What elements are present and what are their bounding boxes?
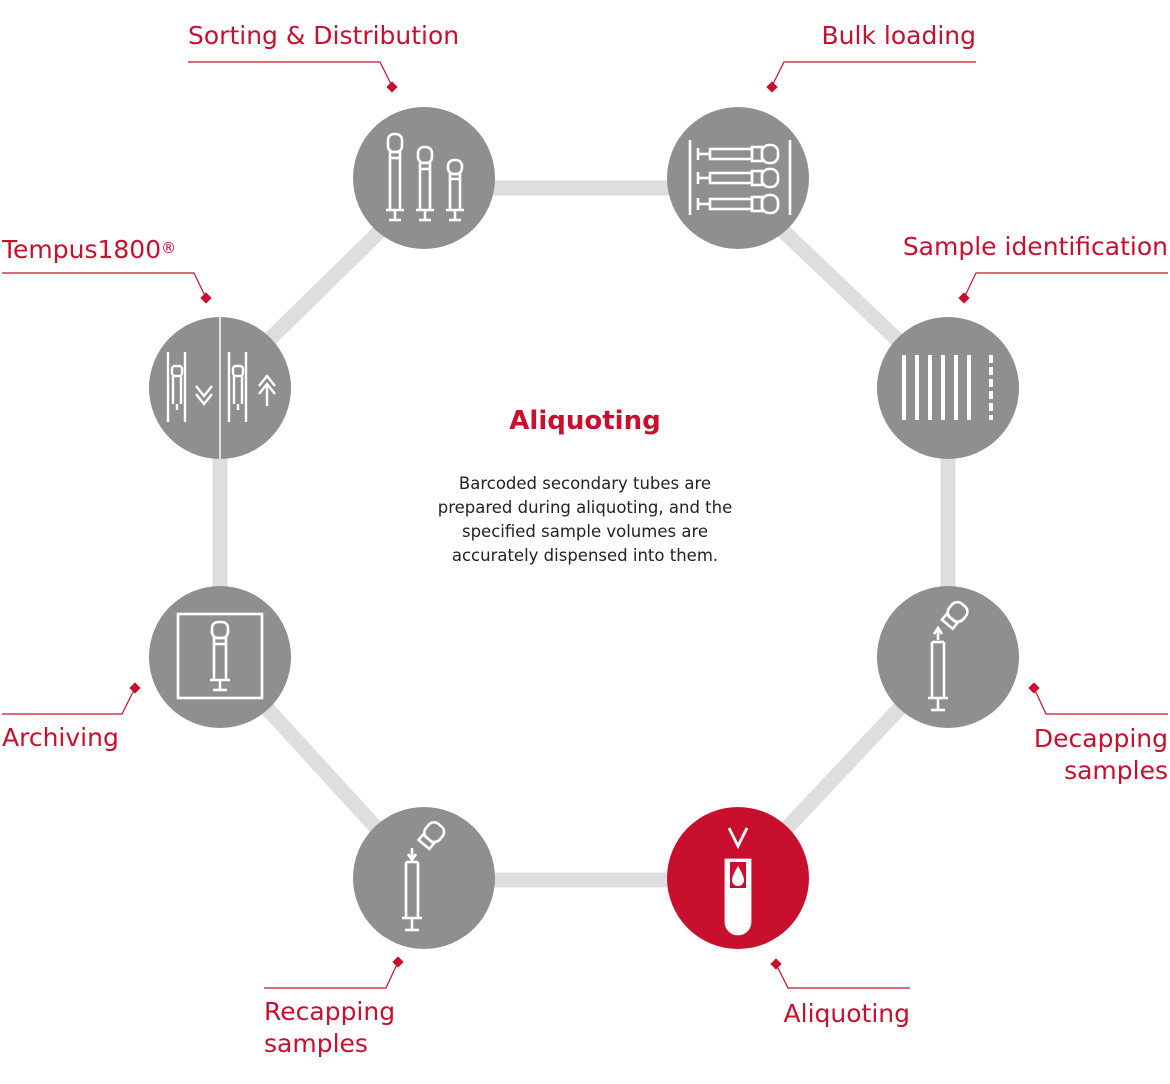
label-sorting-distribution: Sorting & Distribution	[188, 21, 460, 50]
label-archiving: Archiving	[2, 723, 119, 752]
step-archiving[interactable]	[149, 586, 291, 728]
marker-archiving	[129, 682, 141, 694]
recap-tube-icon	[402, 821, 446, 932]
leader-lines	[2, 61, 1168, 989]
marker-bulk	[766, 81, 778, 93]
label-tempus1800: Tempus1800®	[2, 235, 177, 264]
leader-sample-id	[963, 272, 1168, 299]
three-tubes-icon	[386, 132, 464, 222]
tube-rack-icon	[688, 140, 792, 215]
marker-sorting	[386, 81, 398, 93]
dispense-drop-icon	[724, 827, 752, 936]
step-bulk-loading[interactable]	[667, 107, 809, 249]
step-recapping-samples[interactable]	[353, 807, 495, 949]
step-tempus1800[interactable]	[149, 317, 291, 459]
leader-decapping	[1033, 687, 1168, 715]
center-title: Aliquoting	[509, 406, 661, 436]
label-aliquoting: Aliquoting	[783, 999, 910, 1028]
registered-mark: ®	[161, 239, 177, 257]
label-recapping-samples: Recapping samples	[264, 997, 396, 1058]
center-description: Barcoded secondary tubes are prepared du…	[437, 474, 733, 565]
label-decapping-samples: Decapping samples	[1033, 724, 1168, 785]
decap-tube-icon	[928, 600, 969, 712]
barcode-icon	[902, 355, 993, 420]
label-bulk-loading: Bulk loading	[821, 21, 976, 50]
leader-recapping	[264, 961, 399, 989]
leader-sorting	[188, 61, 393, 87]
step-sorting-distribution[interactable]	[353, 107, 495, 249]
leader-bulk	[771, 61, 976, 87]
step-sample-identification[interactable]	[877, 317, 1019, 459]
marker-sample-id	[958, 292, 970, 304]
archive-tube-icon	[176, 612, 264, 700]
tube-transfer-icon	[166, 317, 276, 459]
marker-aliquoting	[770, 958, 782, 970]
marker-tempus	[200, 292, 212, 304]
step-aliquoting[interactable]	[667, 807, 809, 949]
marker-recapping	[392, 956, 404, 968]
marker-decapping	[1028, 682, 1040, 694]
label-sample-identification: Sample identification	[902, 232, 1168, 261]
leader-aliquoting	[775, 963, 910, 989]
step-decapping-samples[interactable]	[877, 586, 1019, 728]
leader-tempus	[2, 272, 207, 299]
leader-archiving	[2, 687, 136, 715]
